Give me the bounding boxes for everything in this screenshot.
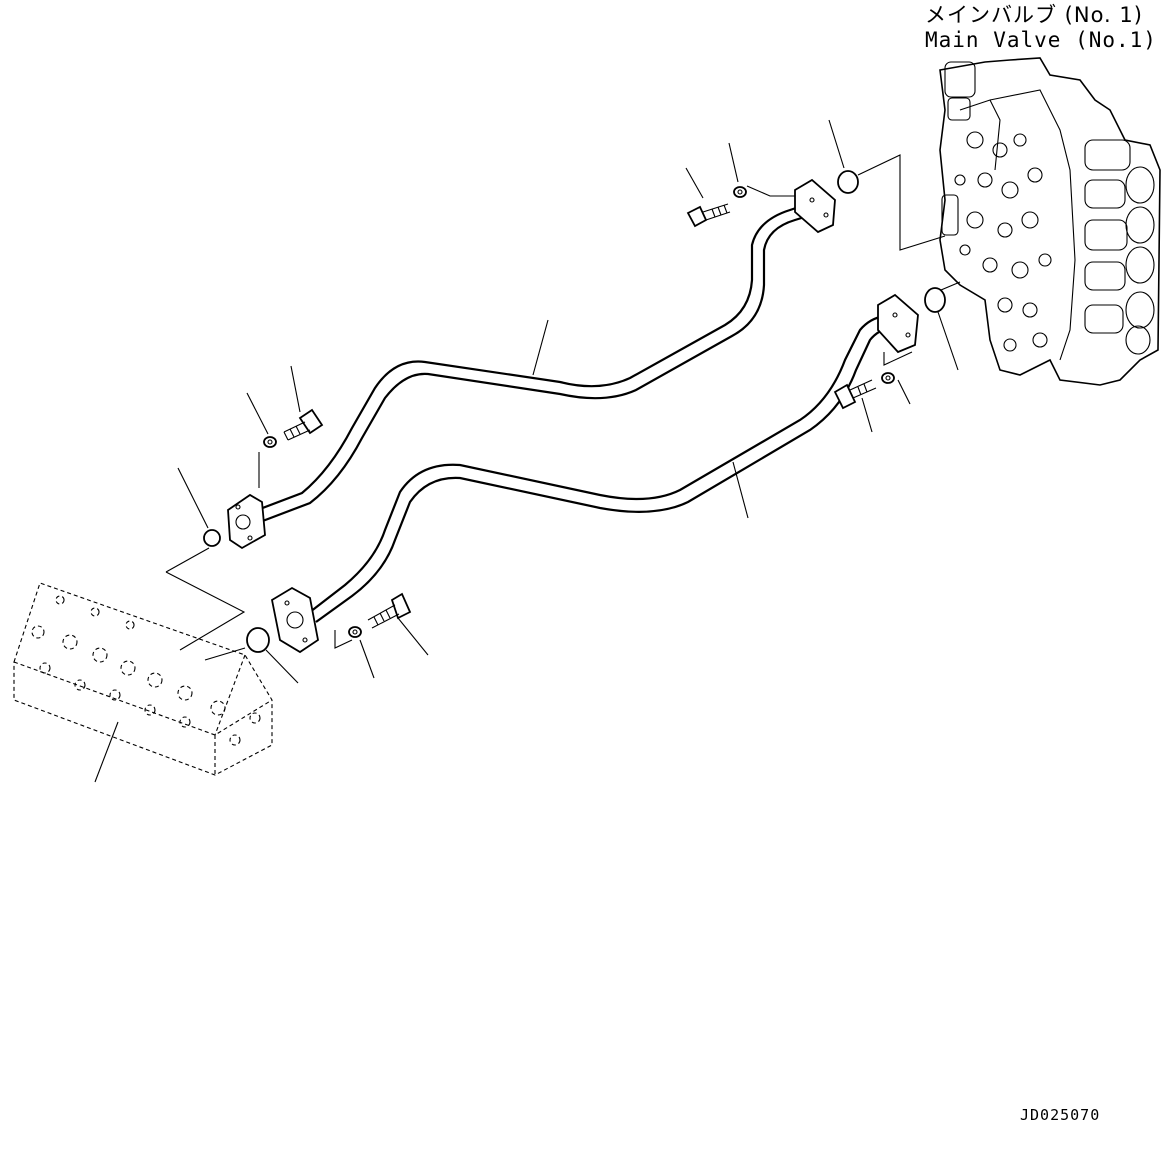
cooler-block: [13, 582, 273, 776]
upper-pipe: [251, 203, 809, 524]
bolt-upper-right: [686, 203, 731, 228]
bolt-upper-left: [283, 408, 324, 441]
washer-lower-left: [348, 626, 362, 638]
washer-upper-right: [733, 186, 747, 198]
leader-lines: [94, 119, 959, 783]
main-valve: [939, 57, 1161, 386]
lower-pipe-flange-right: [877, 293, 919, 354]
connection-lines: [165, 154, 961, 661]
main-valve-title: メインバルブ (No. 1) Main Valve (No.1): [925, 2, 1161, 52]
drawing-id: JD025070: [1020, 1106, 1101, 1124]
bolt-lower-right: [833, 379, 877, 410]
washer-lower-right: [881, 372, 895, 384]
bolt-lower-left: [367, 592, 412, 629]
valve-ports: [954, 131, 1052, 352]
upper-pipe-flange-left: [227, 493, 266, 550]
o-ring-lower-left: [246, 627, 270, 653]
o-ring-lower-right: [924, 287, 946, 313]
o-ring-upper-right: [837, 170, 859, 194]
lower-pipe-flange-left: [270, 586, 319, 654]
washer-upper-left: [263, 436, 277, 448]
lower-pipe: [309, 314, 891, 623]
title-japanese: メインバルブ (No. 1): [925, 3, 1143, 27]
upper-pipe-flange-right: [794, 178, 836, 234]
o-ring-upper-left: [203, 529, 221, 547]
valve-spools: [941, 61, 1155, 355]
title-english: Main Valve (No.1): [925, 28, 1157, 52]
cooler-ports: [31, 595, 261, 746]
